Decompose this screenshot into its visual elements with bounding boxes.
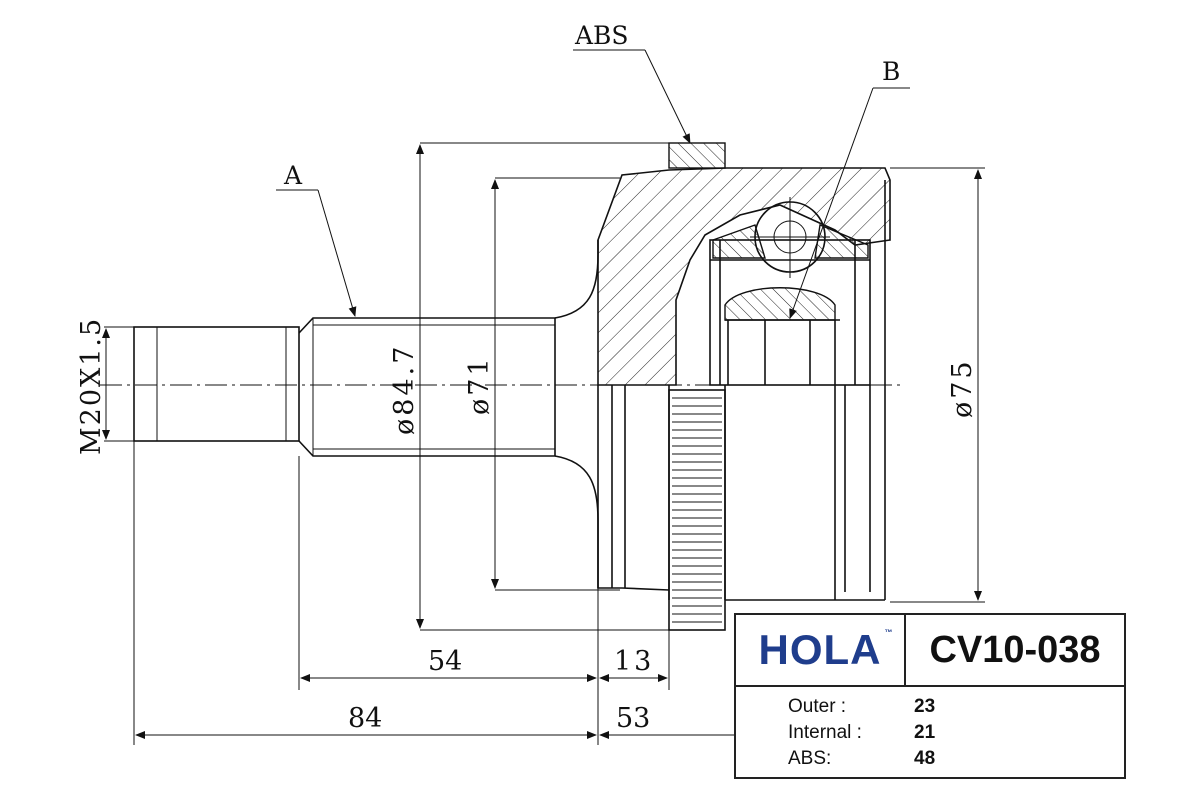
label-dia-75: ø75 bbox=[947, 358, 978, 418]
label-abs: ABS bbox=[574, 21, 629, 50]
spec-label-abs: ABS: bbox=[788, 748, 832, 769]
label-a: A bbox=[283, 161, 303, 190]
leader-a bbox=[276, 189, 357, 317]
outer-race-lower-right bbox=[724, 180, 886, 601]
part-info-box: HOLA ™ CV10-038 Outer : 23 Internal : 21… bbox=[734, 613, 1126, 779]
neck-fillet bbox=[554, 240, 599, 319]
dim-53: 53 bbox=[616, 703, 650, 734]
brand-name: HOLA bbox=[758, 626, 882, 673]
part-number: CV10-038 bbox=[929, 628, 1101, 671]
ball-bearing bbox=[750, 197, 830, 278]
spec-label-internal: Internal : bbox=[788, 722, 862, 743]
brand-cell: HOLA ™ bbox=[736, 615, 906, 687]
label-thread: M20X1.5 bbox=[76, 317, 107, 455]
outer-race-lower bbox=[597, 385, 670, 600]
label-dia-71: ø71 bbox=[464, 355, 495, 415]
leader-abs bbox=[573, 49, 691, 144]
spec-value-outer: 23 bbox=[914, 696, 936, 717]
brand-logo: HOLA ™ bbox=[758, 626, 893, 674]
label-b: B bbox=[882, 57, 900, 86]
shaft-spline-section bbox=[298, 317, 556, 457]
dim-13: 13 bbox=[614, 646, 654, 677]
abs-tone-ring bbox=[668, 389, 726, 631]
part-number-cell: CV10-038 bbox=[906, 615, 1124, 687]
label-dia-84-7: ø84.7 bbox=[389, 344, 420, 435]
inner-race bbox=[709, 224, 871, 386]
abs-ring-top bbox=[668, 142, 726, 169]
spec-value-abs: 48 bbox=[914, 748, 936, 769]
leader-b bbox=[789, 87, 910, 319]
dim-54: 54 bbox=[428, 646, 462, 677]
dim-84: 84 bbox=[348, 703, 382, 734]
threaded-stub bbox=[133, 326, 300, 442]
brand-trademark: ™ bbox=[884, 628, 894, 637]
spec-label-outer: Outer : bbox=[788, 696, 847, 717]
spec-value-internal: 21 bbox=[914, 722, 936, 743]
outer-race-section bbox=[597, 167, 891, 386]
